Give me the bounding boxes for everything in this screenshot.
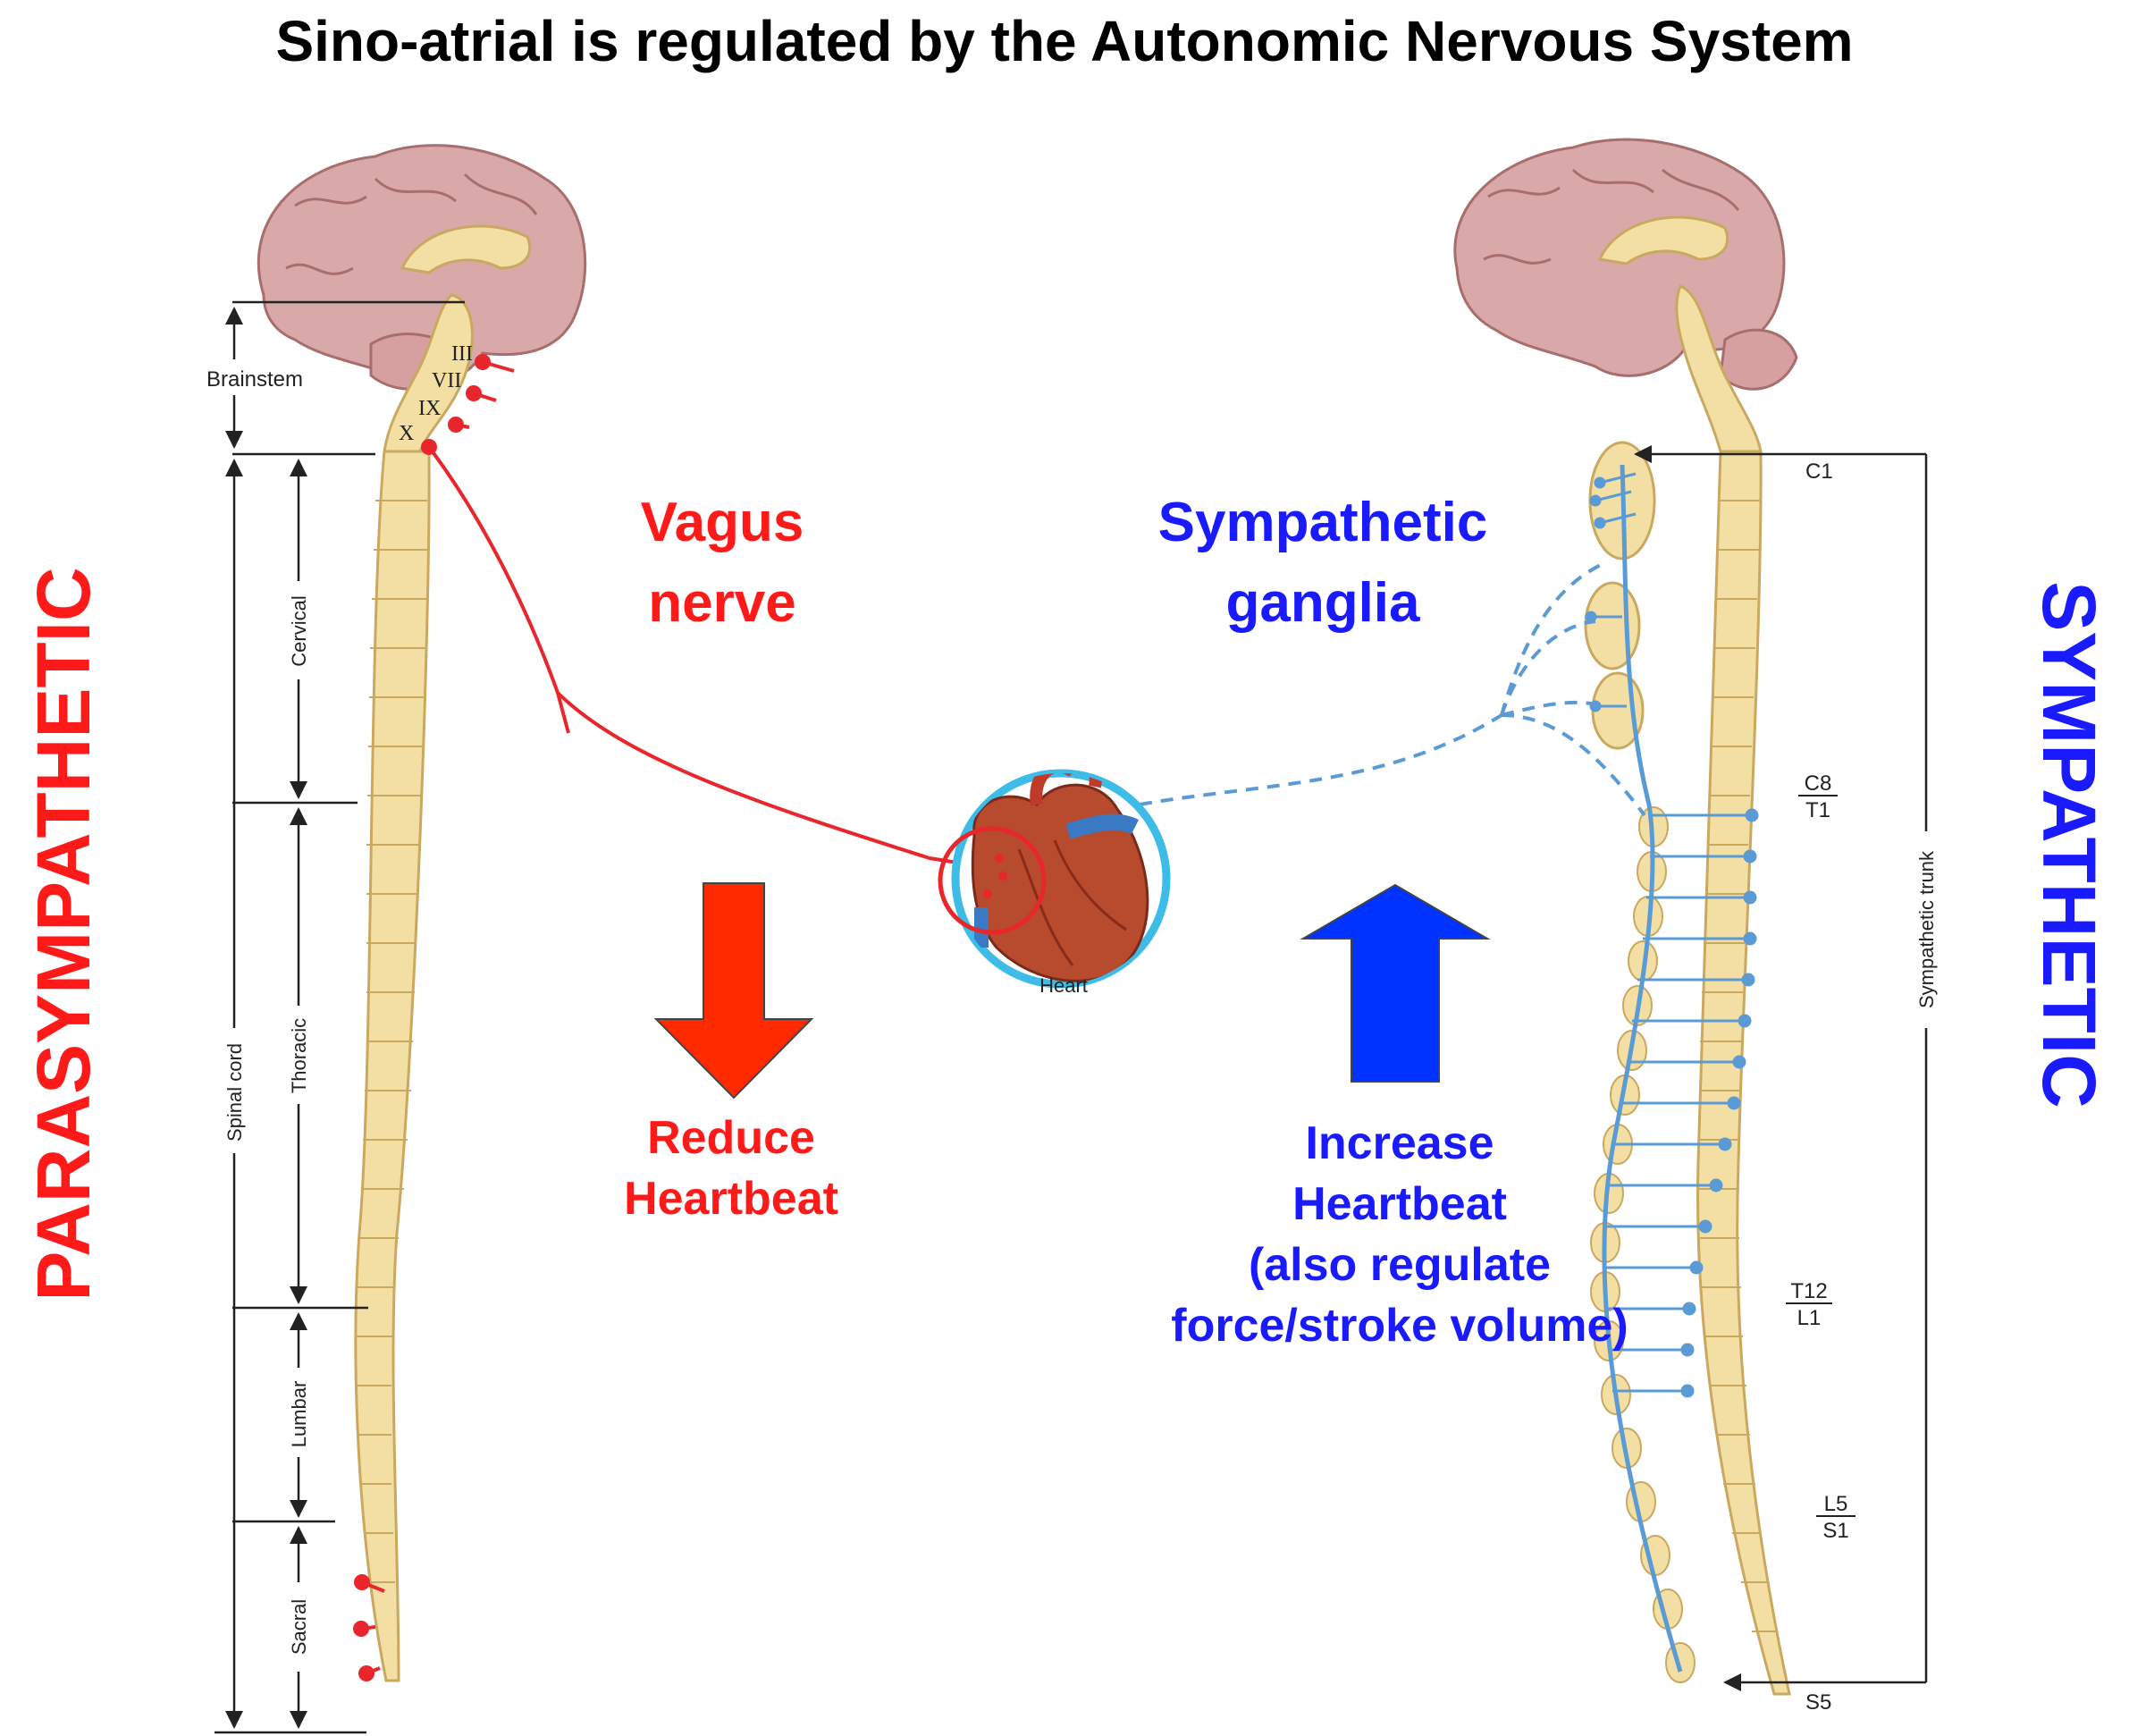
c8-label: C8 — [1805, 771, 1832, 796]
s5-label: S5 — [1805, 1690, 1831, 1715]
heart-label: Heart — [1039, 974, 1088, 997]
increase-heartbeat-label: Increase Heartbeat (also regulate force/… — [1171, 1117, 1628, 1352]
page-title: Sino-atrial is regulated by the Autonomi… — [275, 9, 1853, 73]
vagus-nerve-label: Vagus nerve — [641, 492, 804, 634]
lumbar-label: Lumbar — [288, 1381, 310, 1448]
sympathetic-trunk-label: Sympathetic trunk — [1915, 850, 1938, 1008]
cranial-nerve-dots — [421, 354, 515, 455]
right-brain-illustration — [1453, 138, 1798, 453]
sympathetic-cardiac-nerves — [1139, 561, 1646, 817]
cranial-nerve-ix: IX — [418, 397, 441, 420]
increase-line-4: force/stroke volume) — [1171, 1300, 1628, 1352]
right-spinal-cord — [1696, 450, 1791, 1696]
thoracic-label: Thoracic — [288, 1018, 310, 1093]
parasympathetic-label: PARASYMPATHETIC — [21, 567, 105, 1301]
sympathetic-ganglia-chain — [1584, 441, 1696, 1683]
cervical-label: Cervical — [288, 595, 310, 666]
increase-line-1: Increase — [1305, 1117, 1494, 1169]
c1-label: C1 — [1805, 459, 1833, 484]
left-spinal-cord — [354, 450, 431, 1682]
t12-label: T12 — [1790, 1279, 1827, 1303]
l5-label: L5 — [1824, 1492, 1848, 1516]
heart-illustration: Heart — [938, 769, 1171, 997]
vagus-branch — [556, 692, 570, 734]
vagus-nerve-path — [427, 445, 997, 871]
increase-arrow — [1300, 883, 1491, 1083]
cranial-nerve-x: X — [399, 422, 414, 445]
ganglia-line-1: Sympathetic — [1158, 492, 1488, 553]
sacral-nerve-dots — [353, 1574, 385, 1681]
s1-label: S1 — [1822, 1519, 1848, 1543]
l1-label: L1 — [1797, 1306, 1822, 1330]
reduce-arrow — [653, 882, 814, 1100]
cranial-nerve-iii: III — [451, 342, 473, 366]
left-brain-illustration — [257, 144, 587, 453]
spinal-cord-label: Spinal cord — [223, 1043, 246, 1142]
vagus-line-2: nerve — [648, 572, 795, 634]
sympathetic-label: SYMPATHETIC — [2027, 581, 2111, 1108]
increase-line-2: Heartbeat — [1292, 1178, 1507, 1230]
cranial-nerve-vii: VII — [432, 369, 461, 392]
sacral-label: Sacral — [288, 1599, 310, 1655]
reduce-line-2: Heartbeat — [624, 1173, 838, 1225]
cranial-nerve-labels: III VII IX X — [399, 342, 473, 445]
ganglia-line-2: ganglia — [1225, 572, 1420, 634]
increase-line-3: (also regulate — [1249, 1239, 1551, 1291]
left-axis-labels: Brainstem Spinal cord Cervical Thoracic … — [183, 359, 326, 1672]
right-axis-labels: Sympathetic trunk C1 C8 T1 T12 L1 L5 S1 … — [1786, 459, 1942, 1715]
right-axis-bracket — [1634, 445, 1928, 1691]
reduce-heartbeat-label: Reduce Heartbeat — [624, 1112, 838, 1225]
vagus-line-1: Vagus — [641, 492, 804, 553]
sympathetic-connectors — [1585, 472, 1759, 1398]
t1-label: T1 — [1805, 798, 1830, 822]
brainstem-label: Brainstem — [206, 367, 303, 392]
reduce-line-1: Reduce — [647, 1112, 815, 1164]
sympathetic-ganglia-label: Sympathetic ganglia — [1158, 492, 1488, 634]
